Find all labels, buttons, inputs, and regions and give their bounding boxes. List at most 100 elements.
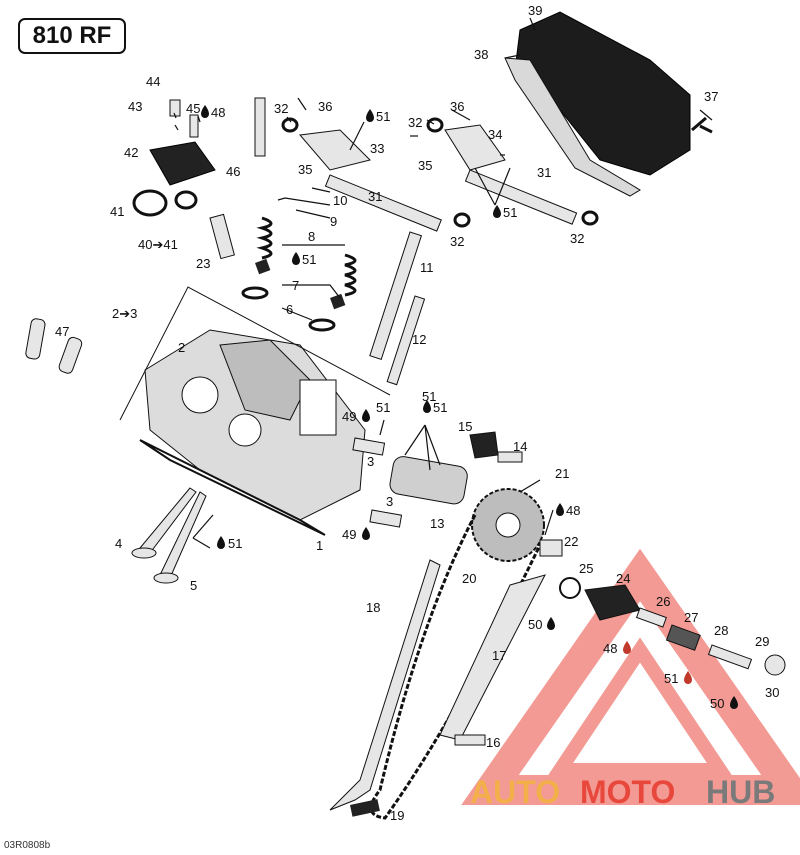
part-label: 32 <box>570 231 584 246</box>
part-label: 21 <box>555 466 569 481</box>
lube-label: 48 <box>211 105 225 120</box>
part-label: 18 <box>366 600 380 615</box>
part-label: 12 <box>412 332 426 347</box>
part-label: 26 <box>656 594 670 609</box>
lube-label: 51 <box>503 205 517 220</box>
part-label: 6 <box>286 302 293 317</box>
part-label: 3 <box>367 454 374 469</box>
lube-label: 51 <box>302 252 316 267</box>
oring-icon <box>132 117 599 228</box>
part-label: 31 <box>368 189 382 204</box>
watermark-part1: AUTO <box>470 774 560 810</box>
part-label: 45 <box>186 101 200 116</box>
spark-plug-icon <box>254 97 266 157</box>
tensioner-parts-icon <box>539 539 786 676</box>
valve-cover-icon <box>504 11 713 197</box>
rocker-shaft-icon <box>299 124 578 232</box>
sensor-23-icon <box>209 213 236 260</box>
part-label: 5 <box>190 578 197 593</box>
camshaft-icon <box>389 456 468 505</box>
lube-label: 50 <box>528 617 542 632</box>
part-label: 32 <box>408 115 422 130</box>
leader-lines <box>173 17 713 549</box>
watermark-part2: MOTO <box>580 774 675 810</box>
part-label: 30 <box>765 685 779 700</box>
lube-label: 51 <box>664 671 678 686</box>
part-label: 34 <box>488 127 502 142</box>
part-label: 42 <box>124 145 138 160</box>
watermark-text: AUTO MOTO HUB <box>470 774 775 810</box>
part-label: 27 <box>684 610 698 625</box>
chain-guide-icon <box>329 559 546 811</box>
part-label: 32 <box>450 234 464 249</box>
chain-tension-bolt-14-icon <box>469 431 523 463</box>
part-label: 15 <box>458 419 472 434</box>
part-label: 16 <box>486 735 500 750</box>
lube-label: 51 <box>376 400 390 415</box>
part-label: 43 <box>128 99 142 114</box>
part-label: 22 <box>564 534 578 549</box>
valve-icon <box>131 487 207 584</box>
part-label: 31 <box>537 165 551 180</box>
plug-47-icon <box>25 318 83 374</box>
lube-label: 49 <box>342 409 356 424</box>
cylinder-head-icon <box>144 329 366 521</box>
part-label: 36 <box>450 99 464 114</box>
part-label: 13 <box>430 516 444 531</box>
part-label: 47 <box>55 324 69 339</box>
part-label: 23 <box>196 256 210 271</box>
head-bolt-icon <box>369 231 426 386</box>
part-label: 24 <box>616 571 630 586</box>
part-label: 37 <box>704 89 718 104</box>
bracket-lines-icon <box>119 286 391 421</box>
part-label: 2 <box>178 340 185 355</box>
lube-label: 51 <box>228 536 242 551</box>
part-label: 2➔3 <box>112 306 137 321</box>
model-title: 810 RF <box>18 18 126 54</box>
lube-label: 51 <box>422 389 436 404</box>
part-label: 44 <box>146 74 160 89</box>
lube-label: 48 <box>566 503 580 518</box>
part-label: 14 <box>513 439 527 454</box>
part-label: 40➔41 <box>138 237 178 252</box>
part-label: 33 <box>370 141 384 156</box>
dowel-icon <box>352 437 403 528</box>
watermark-part3: HUB <box>706 774 775 810</box>
valve-seal-icon <box>254 258 346 310</box>
part-label: 25 <box>579 561 593 576</box>
part-label: 32 <box>274 101 288 116</box>
guide-19-icon <box>349 799 380 817</box>
part-label: 38 <box>474 47 488 62</box>
lube-label: 51 <box>433 400 447 415</box>
part-label: 9 <box>330 214 337 229</box>
head-gasket-icon <box>139 439 326 536</box>
part-label: 41 <box>110 204 124 219</box>
part-label: 17 <box>492 648 506 663</box>
lubricant-labels: 48 51 51 51 51 51 49 51 49 51 48 50 48 5… <box>201 105 738 711</box>
part-label: 7 <box>292 278 299 293</box>
part-label: 11 <box>420 260 434 275</box>
part-label: 39 <box>528 3 542 18</box>
part-label: 29 <box>755 634 769 649</box>
part-label: 19 <box>390 808 404 823</box>
washer-icon <box>241 286 336 332</box>
part-label: 3 <box>386 494 393 509</box>
part-label: 20 <box>462 571 476 586</box>
part-label: 8 <box>308 229 315 244</box>
part-label: 35 <box>298 162 312 177</box>
part-label: 4 <box>115 536 122 551</box>
part-number-labels: 1 2 2➔3 3 3 4 5 6 7 8 9 10 11 12 13 14 1… <box>55 3 779 823</box>
watermark-logo-icon <box>461 548 800 805</box>
lube-label: 48 <box>603 641 617 656</box>
part-label: 10 <box>333 193 347 208</box>
bolt-16-icon <box>454 734 486 746</box>
part-label: 28 <box>714 623 728 638</box>
valve-spring-icon <box>256 216 357 297</box>
part-label: 35 <box>418 158 432 173</box>
lube-label: 49 <box>342 527 356 542</box>
lube-label: 50 <box>710 696 724 711</box>
timing-chain-tensioner-housing-icon <box>149 141 216 186</box>
cam-sprocket-icon <box>471 488 545 562</box>
